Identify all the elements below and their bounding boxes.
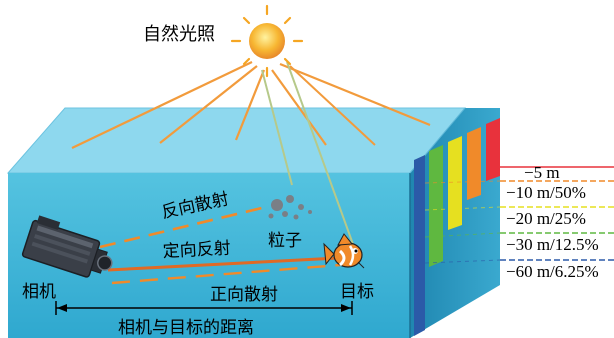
- light-ray-to-target: [286, 61, 359, 259]
- distance-arrow: [55, 301, 353, 315]
- particles-label: 粒子: [268, 231, 302, 251]
- depth-label-5m: −5 m: [524, 163, 560, 182]
- distance-label: 相机与目标的距离: [118, 318, 254, 338]
- depth-color-bars: [414, 118, 500, 336]
- directional-reflection-label: 定向反射: [162, 238, 231, 262]
- sun-icon: [230, 4, 304, 78]
- camera-label: 相机: [22, 282, 56, 302]
- depth-bar-orange: [467, 127, 481, 200]
- depth-label-20m: −20 m/25%: [506, 209, 586, 228]
- depth-label-10m: −10 m/50%: [506, 183, 586, 202]
- directional-reflection-ray: [107, 256, 339, 272]
- backscatter-ray: [99, 204, 271, 249]
- depth-bar-red: [486, 118, 500, 181]
- forward-scatter-label: 正向散射: [210, 285, 278, 305]
- fish-icon: [323, 233, 365, 269]
- sunlight-rays: [71, 61, 431, 149]
- particles: [268, 195, 312, 220]
- depth-lines: [424, 166, 614, 264]
- depth-bar-yellow: [448, 136, 462, 230]
- natural-light-label: 自然光照: [143, 24, 215, 45]
- depth-label-30m: −30 m/12.5%: [506, 235, 599, 254]
- light-ray-to-particles: [261, 69, 293, 186]
- depth-bar-blue: [414, 155, 425, 336]
- camera-icon: [21, 215, 113, 278]
- forward-scatter-ray: [111, 263, 341, 285]
- depth-bar-green: [429, 145, 443, 267]
- target-label: 目标: [340, 282, 374, 302]
- water-top-surface: [6, 107, 467, 174]
- depth-label-60m: −60 m/6.25%: [506, 262, 599, 281]
